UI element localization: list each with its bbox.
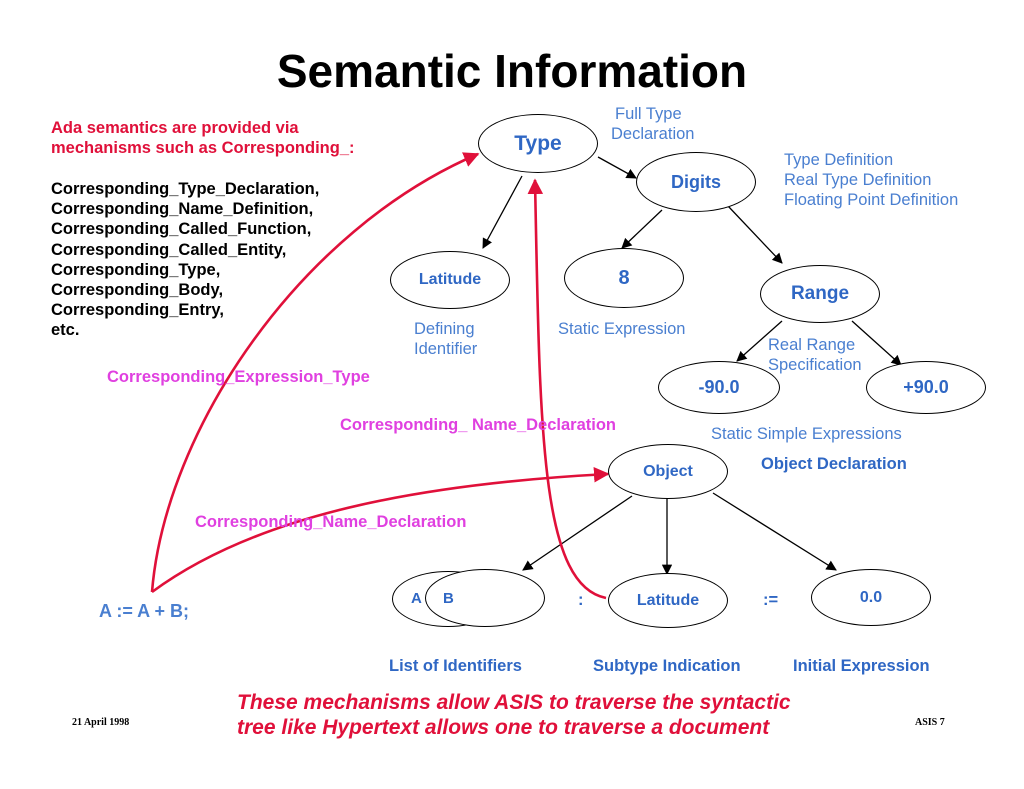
mechanism-item: Corresponding_Body, [51, 281, 224, 300]
slide-title: Semantic Information [276, 45, 748, 97]
label-static-expression: Static Expression [558, 320, 686, 338]
label-initial-expression: Initial Expression [793, 657, 930, 675]
label-subtype-indication: Subtype Indication [593, 657, 741, 675]
label-full-type: Full Type Declaration [611, 105, 695, 143]
node-type: Type [478, 114, 598, 173]
footer-page: ASIS 7 [915, 717, 945, 728]
edge-range-neg90 [736, 320, 783, 362]
edge-digits-range [727, 205, 783, 264]
node-latitude-bottom: Latitude [608, 573, 728, 628]
node-range: Range [760, 265, 880, 323]
mechanism-list: Corresponding_Type_Declaration, Correspo… [51, 179, 319, 341]
node-latitude-top: Latitude [390, 251, 510, 309]
label-colon: : [578, 591, 584, 609]
intro-line-2: mechanisms such as Corresponding_: [51, 139, 355, 157]
edge-type-latitude [482, 175, 523, 249]
node-digits: Digits [636, 152, 756, 212]
link-label-name-declaration-top: Corresponding_ Name_Declaration [340, 416, 616, 434]
mechanism-item: Corresponding_Entry, [51, 301, 224, 320]
label-real-range: Real Range Specification [768, 336, 862, 374]
edge-object-ab [522, 495, 633, 571]
link-name-declaration-top [527, 178, 607, 600]
link-expression-type [150, 152, 480, 593]
conclusion-text: These mechanisms allow ASIS to traverse … [237, 691, 791, 739]
node-eight: 8 [564, 248, 684, 308]
node-pos90: +90.0 [866, 361, 986, 414]
edge-type-digits [597, 156, 637, 179]
intro-line-1: Ada semantics are provided via [51, 119, 299, 137]
node-zero: 0.0 [811, 569, 931, 626]
mechanism-item: etc. [51, 321, 80, 340]
label-type-definition: Type Definition Real Type Definition Flo… [784, 151, 959, 209]
link-label-expression-type: Corresponding_Expression_Type [107, 368, 370, 386]
mechanism-item: Corresponding_Called_Function, [51, 220, 312, 239]
footer-date: 21 April 1998 [72, 717, 130, 728]
label-defining-identifier: Defining Identifier [414, 320, 478, 358]
link-label-name-declaration-bottom: Corresponding_Name_Declaration [195, 513, 467, 531]
node-object: Object [608, 444, 728, 499]
edge-digits-eight [621, 209, 663, 249]
mechanism-item: Corresponding_Type_Declaration, [51, 180, 320, 198]
mechanism-item: Corresponding_Name_Definition, [51, 200, 314, 219]
ada-statement: A := A + B; [99, 601, 190, 621]
mechanism-item: Corresponding_Type, [51, 260, 221, 279]
mechanism-item: Corresponding_Called_Entity, [51, 240, 287, 259]
node-b: B [425, 569, 545, 627]
edge-range-pos90 [851, 320, 902, 366]
label-static-simple: Static Simple Expressions [711, 425, 902, 443]
edge-object-zero [712, 492, 837, 571]
label-object-declaration: Object Declaration [761, 455, 907, 473]
link-name-declaration-bottom [151, 466, 610, 594]
node-neg90: -90.0 [658, 361, 780, 414]
label-list-of-identifiers: List of Identifiers [389, 657, 522, 675]
label-assign: := [763, 591, 779, 609]
intro-text: Ada semantics are provided via mechanism… [51, 118, 355, 158]
